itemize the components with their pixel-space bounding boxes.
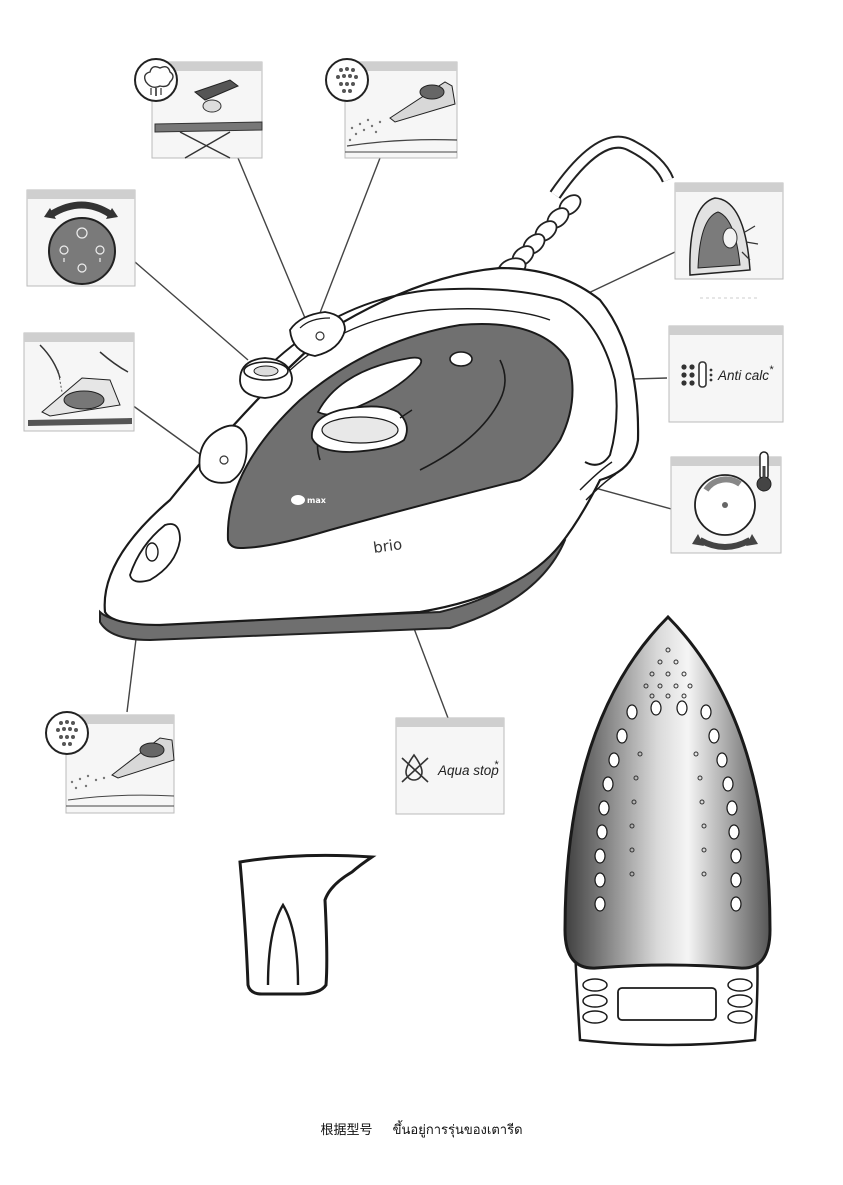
anti-calc-marker: * — [769, 364, 774, 376]
panel-thermostat — [671, 452, 781, 553]
footer-note: 根据型号 ขึ้นอยู่การรุ่นของเตารีด — [0, 1119, 843, 1140]
spray-button — [199, 426, 246, 483]
aqua-stop-marker: * — [494, 759, 499, 771]
panel-water-filling — [24, 333, 134, 431]
panel-steam-dial — [27, 190, 135, 286]
measuring-cup — [240, 855, 372, 994]
iron-body: max brio — [100, 142, 668, 640]
soleplate — [565, 617, 770, 1045]
panel-self-clean — [675, 183, 783, 298]
steam-selector-knob — [240, 358, 292, 398]
steam-burst-icon — [135, 59, 177, 101]
tank-max-label: max — [307, 496, 327, 505]
footer-note-chinese: 根据型号 — [320, 1123, 372, 1138]
anti-calc-label: Anti calc — [717, 368, 769, 383]
footer-note-thai: ขึ้นอยู่การรุ่นของเตารีด — [393, 1123, 523, 1138]
panel-aqua-stop: Aqua stop * — [396, 718, 504, 814]
panel-anti-calc: Anti calc * — [669, 326, 783, 422]
aqua-stop-label: Aqua stop — [437, 763, 499, 778]
steam-spray-icon — [326, 59, 368, 101]
steam-spray-icon-bottom — [46, 712, 88, 754]
